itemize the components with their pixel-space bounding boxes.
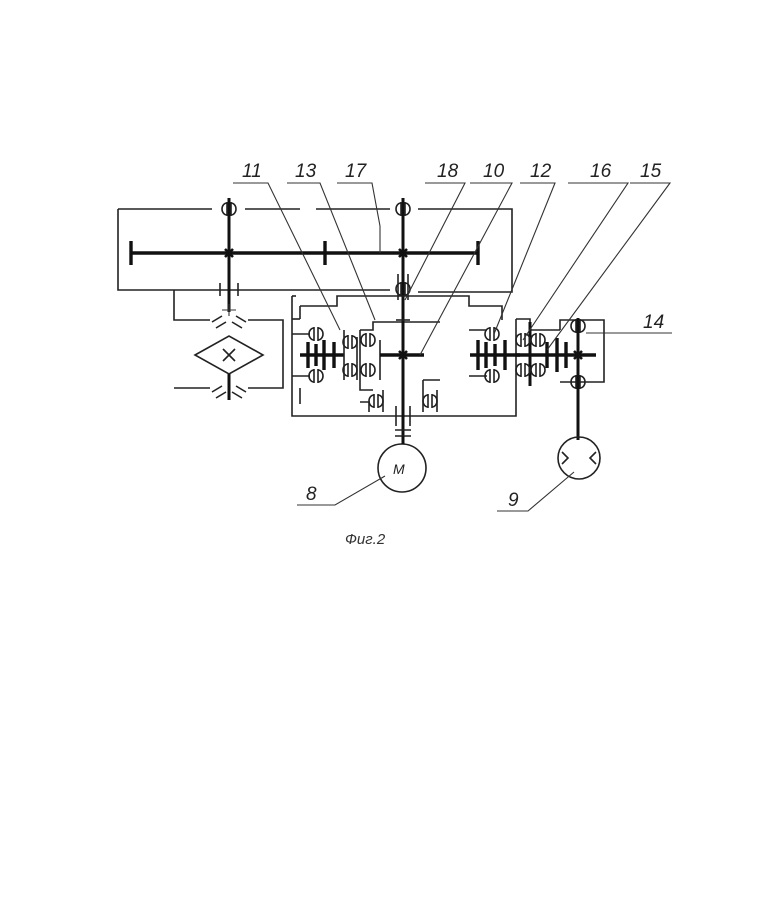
label-8: 8 bbox=[306, 484, 317, 505]
figure-caption: Фиг.2 bbox=[345, 531, 386, 548]
part-labels: 11 13 17 18 10 12 16 15 14 8 9 bbox=[242, 161, 664, 511]
label-14: 14 bbox=[643, 312, 664, 333]
label-9: 9 bbox=[508, 490, 519, 511]
electric-motor: M bbox=[378, 436, 426, 492]
leader-lines bbox=[233, 183, 672, 511]
label-17: 17 bbox=[345, 161, 368, 182]
label-16: 16 bbox=[590, 161, 612, 182]
hydraulic-machine bbox=[558, 437, 600, 479]
motor-symbol: M bbox=[393, 461, 405, 477]
left-differential bbox=[174, 290, 283, 400]
label-18: 18 bbox=[437, 161, 459, 182]
label-15: 15 bbox=[640, 161, 662, 182]
label-11: 11 bbox=[242, 161, 262, 182]
central-gearbox bbox=[292, 296, 520, 440]
label-13: 13 bbox=[295, 161, 317, 182]
label-10: 10 bbox=[483, 161, 505, 182]
right-gear-cluster bbox=[515, 318, 604, 440]
label-12: 12 bbox=[530, 161, 552, 182]
